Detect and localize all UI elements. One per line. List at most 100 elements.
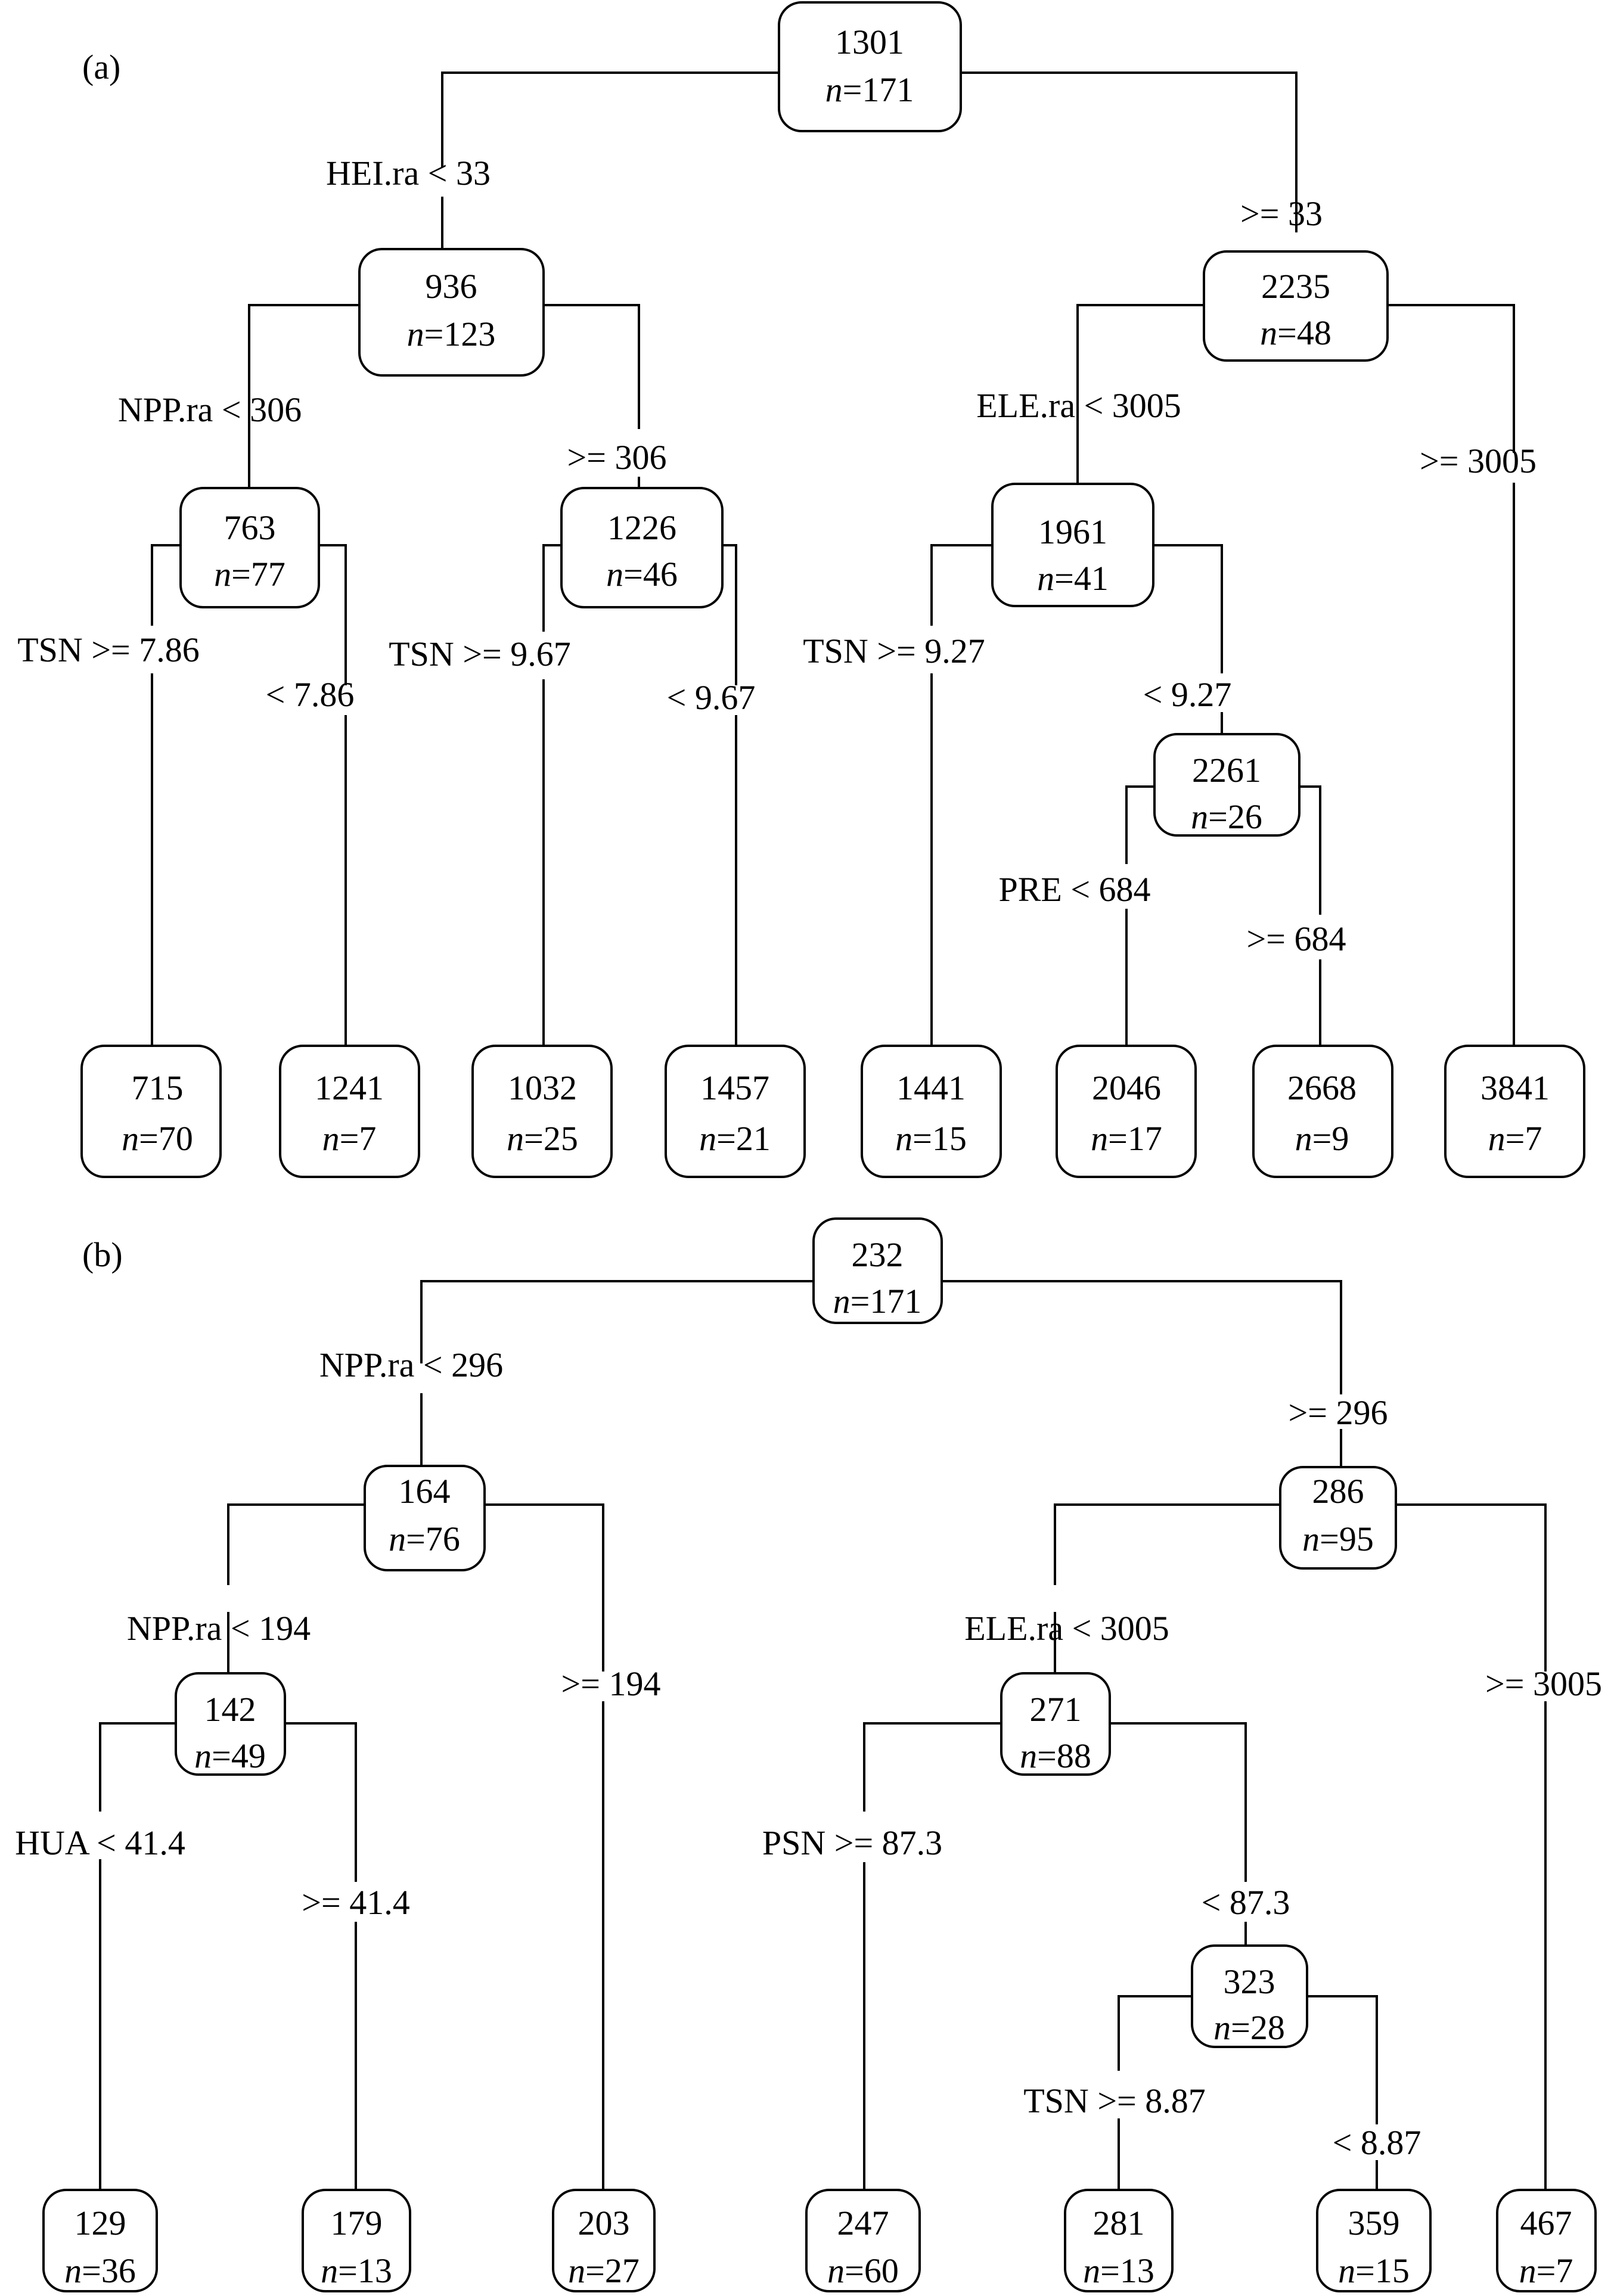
panel-a-split-labels: HEI.ra < 33 >= 33 NPP.ra < 306 >= 306 EL…: [17, 154, 1537, 958]
svg-text:247: 247: [837, 2204, 889, 2242]
split-label: ELE.ra < 3005: [976, 386, 1181, 425]
split-label: NPP.ra < 306: [118, 390, 302, 429]
svg-text:n=27: n=27: [568, 2251, 640, 2290]
svg-text:n=7: n=7: [1488, 1119, 1542, 1158]
tree-node: 323 n=28: [1191, 1944, 1308, 2048]
split-label: < 8.87: [1333, 2123, 1421, 2162]
edge-b4: [863, 1722, 1247, 1882]
svg-text:129: 129: [75, 2204, 126, 2242]
split-label: < 7.86: [266, 675, 355, 714]
panel-a-nodes: 1301 n=171 936 n=123 2235 n=48 763 n=77 …: [80, 1, 1585, 1178]
panel-a: (a): [17, 1, 1585, 1178]
panel-a-label: (a): [82, 48, 120, 86]
svg-text:n=88: n=88: [1020, 1736, 1091, 1775]
svg-text:n=49: n=49: [194, 1736, 266, 1775]
split-label: TSN >= 9.27: [803, 632, 985, 670]
tree-leaf: 3841 n=7: [1444, 1045, 1585, 1178]
svg-text:n=21: n=21: [699, 1119, 771, 1158]
svg-text:1961: 1961: [1038, 512, 1107, 551]
split-label: HEI.ra < 33: [326, 154, 491, 192]
split-label: TSN >= 8.87: [1023, 2081, 1206, 2120]
svg-text:n=13: n=13: [321, 2251, 392, 2290]
svg-text:142: 142: [204, 1690, 256, 1729]
panel-b-label: (b): [82, 1235, 123, 1274]
tree-node: 232 n=171: [812, 1217, 943, 1324]
svg-text:281: 281: [1093, 2204, 1145, 2242]
svg-text:179: 179: [331, 2204, 383, 2242]
panel-a-edges: [151, 72, 1515, 1046]
svg-text:203: 203: [578, 2204, 630, 2242]
tree-leaf: 129 n=36: [42, 2189, 158, 2292]
svg-text:2235: 2235: [1261, 267, 1330, 306]
tree-leaf: 1457 n=21: [665, 1045, 806, 1178]
svg-text:n=7: n=7: [322, 1119, 377, 1158]
tree-node: 763 n=77: [179, 487, 320, 608]
svg-text:467: 467: [1520, 2204, 1572, 2242]
tree-leaf: 715 n=70: [80, 1045, 222, 1178]
split-label: >= 33: [1240, 194, 1323, 233]
split-label: ELE.ra < 3005: [964, 1609, 1169, 1648]
tree-leaf: 247 n=60: [805, 2189, 921, 2292]
tree-leaf: 1441 n=15: [861, 1045, 1002, 1178]
tree-leaf: 1241 n=7: [279, 1045, 420, 1178]
svg-text:2046: 2046: [1092, 1068, 1161, 1107]
svg-text:n=76: n=76: [389, 1520, 460, 1558]
split-label: NPP.ra < 194: [127, 1609, 311, 1648]
svg-text:323: 323: [1224, 1962, 1275, 2001]
split-label: PSN >= 87.3: [762, 1823, 942, 1862]
tree-node: 2235 n=48: [1203, 250, 1389, 362]
tree-node: 936 n=123: [358, 248, 545, 377]
svg-text:936: 936: [426, 267, 477, 306]
split-label: >= 41.4: [302, 1883, 409, 1922]
tree-node: 1226 n=46: [560, 487, 724, 608]
tree-node: 2261 n=26: [1153, 733, 1300, 837]
tree-leaf: 179 n=13: [302, 2189, 411, 2292]
split-label: >= 306: [567, 438, 667, 477]
split-label: >= 194: [561, 1664, 661, 1703]
panel-b-split-labels: NPP.ra < 296 >= 296 NPP.ra < 194 >= 194 …: [15, 1346, 1602, 2162]
edge-b0: [420, 1280, 1342, 1394]
svg-text:n=28: n=28: [1213, 2008, 1285, 2047]
svg-text:n=77: n=77: [214, 555, 285, 594]
split-label: >= 3005: [1420, 442, 1537, 480]
svg-text:n=46: n=46: [606, 555, 678, 594]
split-label: < 9.67: [667, 678, 756, 717]
split-label: >= 296: [1289, 1393, 1388, 1432]
svg-text:359: 359: [1348, 2204, 1400, 2242]
edge-a6: [1125, 785, 1321, 915]
svg-text:n=26: n=26: [1191, 797, 1262, 836]
svg-text:1032: 1032: [508, 1068, 577, 1107]
svg-text:1301: 1301: [835, 23, 904, 61]
edge-b5: [1118, 1995, 1378, 2124]
edge-b3: [99, 1722, 357, 1882]
svg-text:n=15: n=15: [895, 1119, 967, 1158]
svg-text:n=48: n=48: [1260, 313, 1331, 352]
svg-text:286: 286: [1312, 1472, 1364, 1511]
svg-text:232: 232: [852, 1235, 904, 1274]
svg-text:n=70: n=70: [122, 1119, 193, 1158]
tree-leaf: 467 n=7: [1496, 2189, 1597, 2292]
edge-a2: [1076, 304, 1515, 453]
svg-text:1226: 1226: [607, 508, 676, 547]
svg-text:n=13: n=13: [1083, 2251, 1154, 2290]
svg-text:n=123: n=123: [407, 315, 496, 353]
svg-text:n=7: n=7: [1519, 2251, 1573, 2290]
svg-text:n=171: n=171: [825, 70, 914, 109]
svg-text:2261: 2261: [1192, 751, 1261, 790]
edge-a1: [248, 304, 640, 429]
svg-text:n=36: n=36: [64, 2251, 136, 2290]
svg-text:1457: 1457: [700, 1068, 769, 1107]
svg-text:n=25: n=25: [507, 1119, 578, 1158]
svg-text:n=171: n=171: [833, 1282, 922, 1321]
split-label: HUA < 41.4: [15, 1823, 185, 1862]
split-label: PRE < 684: [998, 870, 1150, 909]
svg-text:2668: 2668: [1287, 1068, 1357, 1107]
tree-node: 286 n=95: [1279, 1466, 1397, 1570]
svg-text:1441: 1441: [896, 1068, 966, 1107]
svg-text:n=15: n=15: [1338, 2251, 1410, 2290]
edge-b2: [1054, 1503, 1547, 1671]
panel-b: (b): [15, 1217, 1602, 2292]
edge-a5: [930, 544, 1223, 673]
